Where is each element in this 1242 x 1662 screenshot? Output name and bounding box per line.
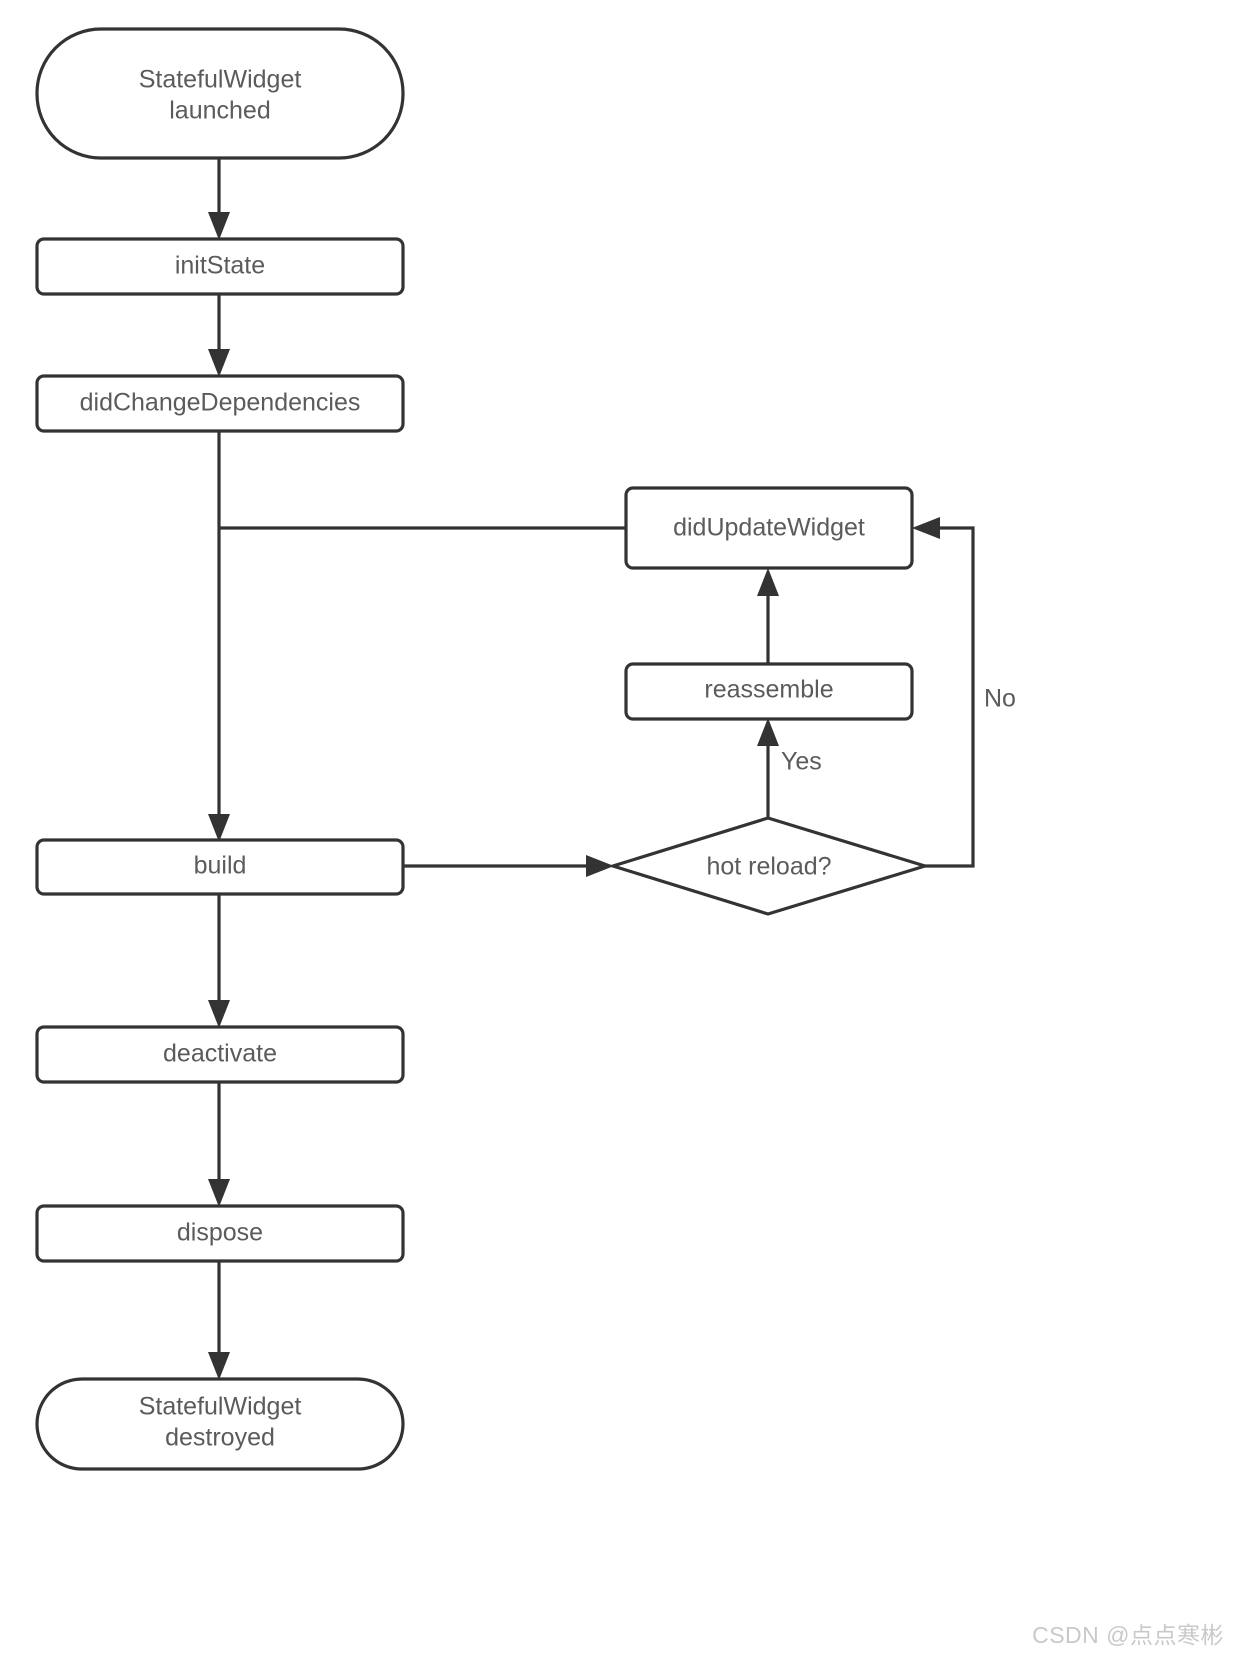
arrow-head-icon	[208, 349, 230, 377]
node-reassemble-shape[interactable]	[624, 662, 914, 721]
edge-hotreload-to-didupdatewidget-no	[912, 517, 975, 868]
node-build-label: build	[194, 852, 247, 880]
arrow-head-icon	[208, 212, 230, 240]
node-didchangedependencies-label: didChangeDependencies	[80, 389, 361, 417]
node-dispose-shape[interactable]	[35, 1204, 405, 1263]
edge-line	[925, 526, 975, 868]
arrow-head-icon	[757, 718, 779, 746]
node-didupdatewidget[interactable]: didUpdateWidget	[624, 486, 914, 570]
node-initstate-shape[interactable]	[35, 237, 405, 296]
edge-reassemble-to-didupdatewidget	[757, 568, 779, 663]
node-didupdatewidget-label: didUpdateWidget	[673, 514, 865, 542]
csdn-watermark: CSDN @点点寒彬	[1032, 1622, 1224, 1648]
arrow-head-icon	[208, 1000, 230, 1028]
edge-dispose-to-end	[208, 1260, 230, 1380]
node-reassemble[interactable]: reassemble	[624, 662, 914, 721]
node-build-shape[interactable]	[35, 838, 405, 896]
node-hotreload[interactable]: hot reload?	[607, 816, 931, 916]
node-start-label-line1: StatefulWidget	[139, 66, 302, 94]
edge-didchangedependencies-to-build	[208, 431, 230, 842]
node-end-label-line2: destroyed	[165, 1424, 275, 1452]
node-end-shape[interactable]	[35, 1377, 405, 1471]
arrow-head-icon	[757, 568, 779, 596]
node-end[interactable]: StatefulWidget destroyed	[35, 1377, 405, 1471]
edge-label-yes: Yes	[781, 748, 822, 776]
node-didchangedependencies[interactable]: didChangeDependencies	[35, 374, 405, 433]
arrow-head-icon	[912, 517, 940, 539]
node-start[interactable]: StatefulWidget launched	[35, 27, 405, 160]
edge-start-to-initstate	[208, 158, 230, 240]
edge-hotreload-to-reassemble	[757, 718, 779, 818]
edge-label-no: No	[984, 685, 1016, 713]
edge-build-to-deactivate	[208, 893, 230, 1028]
node-didchangedependencies-shape[interactable]	[35, 374, 405, 433]
arrow-head-icon	[208, 814, 230, 842]
node-dispose[interactable]: dispose	[35, 1204, 405, 1263]
node-deactivate-label: deactivate	[163, 1040, 277, 1068]
edge-initstate-to-didchangedependencies	[208, 294, 230, 377]
node-deactivate[interactable]: deactivate	[35, 1025, 405, 1084]
node-initstate[interactable]: initState	[35, 237, 405, 296]
arrow-head-icon	[208, 1179, 230, 1207]
node-start-label-line2: launched	[169, 97, 270, 125]
node-initstate-label: initState	[175, 252, 265, 280]
node-hotreload-label: hot reload?	[706, 853, 831, 881]
edge-build-to-hotreload	[403, 855, 614, 877]
arrow-head-icon	[586, 855, 614, 877]
node-build[interactable]: build	[35, 838, 405, 896]
arrow-head-icon	[208, 1352, 230, 1380]
edge-deactivate-to-dispose	[208, 1081, 230, 1207]
node-didupdatewidget-shape[interactable]	[624, 486, 914, 570]
node-hotreload-shape[interactable]	[607, 816, 931, 916]
node-deactivate-shape[interactable]	[35, 1025, 405, 1084]
node-start-shape[interactable]	[35, 27, 405, 160]
node-end-label-line1: StatefulWidget	[139, 1393, 302, 1421]
node-dispose-label: dispose	[177, 1219, 263, 1247]
node-reassemble-label: reassemble	[704, 676, 833, 704]
